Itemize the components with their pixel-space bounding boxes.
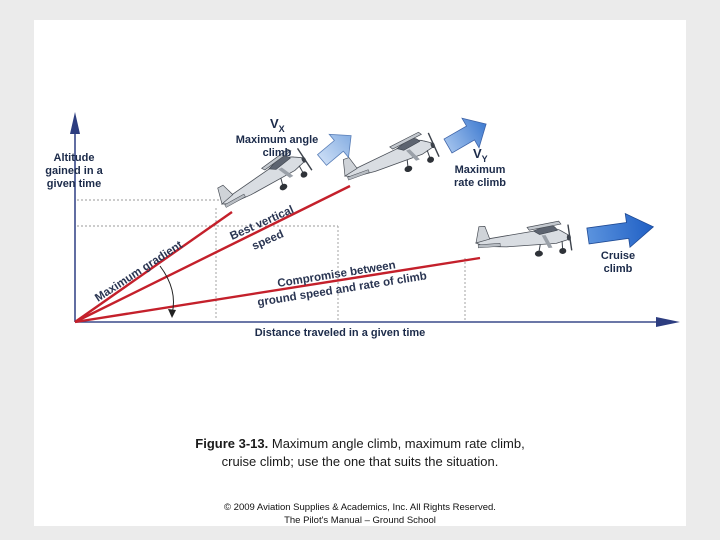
max-gradient-label: Maximum gradient [93,239,185,304]
y-axis-label-1: Altitude [54,152,95,164]
vy-symbol: VY [473,146,488,164]
vx-label-1: Maximum angle [236,134,319,146]
copyright-notice: © 2009 Aviation Supplies & Academics, In… [0,501,720,527]
airplane-vy-icon [338,127,442,194]
caption-line-2: cruise climb; use the one that suits the… [221,454,499,469]
x-axis-arrow-icon [656,317,680,327]
figure-caption: Figure 3-13. Maximum angle climb, maximu… [0,435,720,471]
vx-symbol: VX [270,116,285,134]
climb-diagram: Maximum gradient Best vertical speed Com… [45,112,680,339]
content-card [34,20,686,526]
max-gradient-line [74,211,233,323]
cruise-label-1: Cruise [601,250,635,262]
y-axis-label-2: gained in a [45,165,103,177]
cruise-label-2: climb [604,263,633,275]
y-axis-label-3: given time [47,178,101,190]
caption-line-1: Maximum angle climb, maximum rate climb, [268,436,525,451]
copyright-line-2: The Pilot's Manual – Ground School [284,515,436,526]
copyright-line-1: © 2009 Aviation Supplies & Academics, In… [224,502,496,513]
angle-arc-arrow-icon [168,309,176,318]
vy-direction-arrow-icon [443,117,487,154]
reference-dashes [77,199,466,320]
vy-label-2: rate climb [454,177,506,189]
vy-label-1: Maximum [455,164,506,176]
airplane-cruise-icon [474,219,573,262]
vx-direction-arrow-icon [316,133,352,166]
figure-label: Figure 3-13. [195,436,269,451]
best-vertical-line [74,184,351,324]
vx-label-2: climb [263,147,292,159]
x-axis-label: Distance traveled in a given time [255,327,426,339]
cruise-direction-arrow-icon [586,212,655,249]
compromise-line [74,256,481,324]
y-axis-arrow-icon [70,112,80,134]
